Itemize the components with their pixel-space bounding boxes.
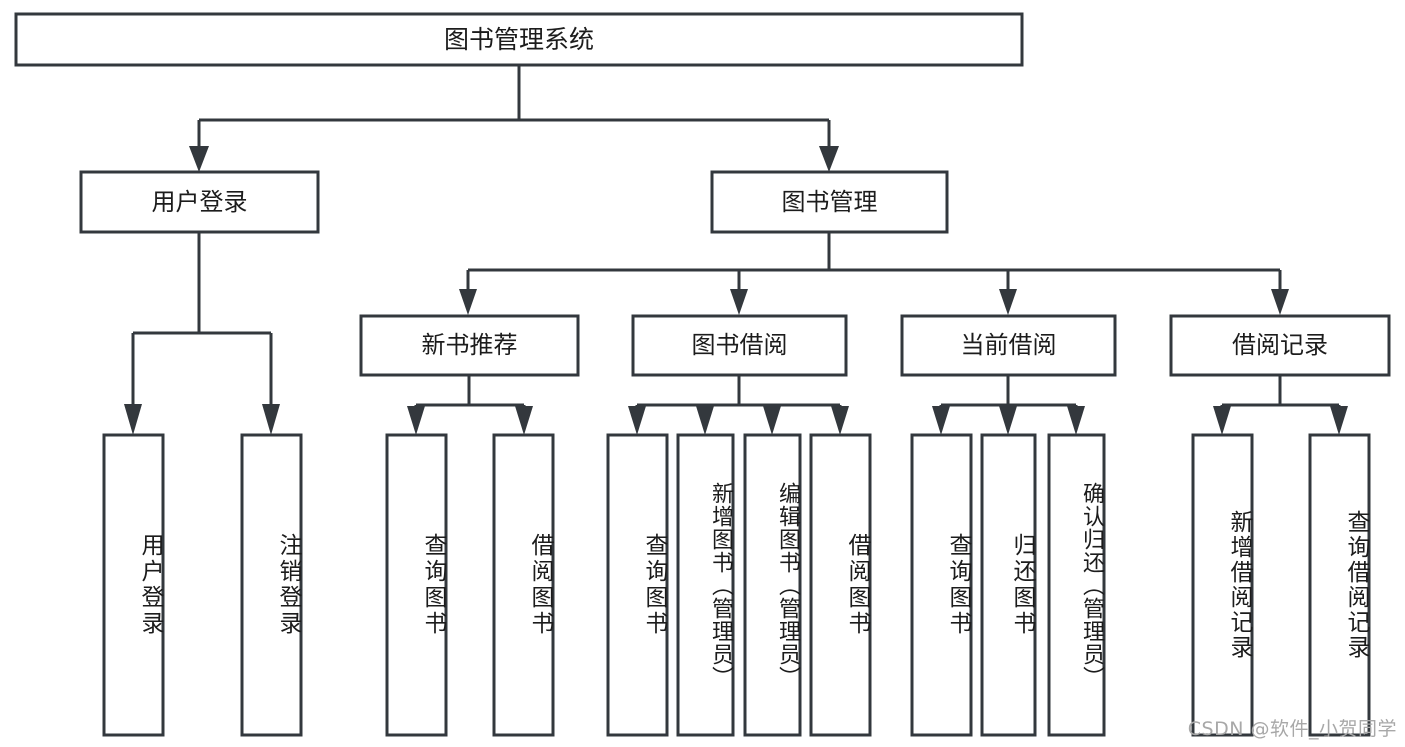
node-box-leaf-add-book[interactable] — [676, 433, 735, 737]
node-box-current-borrow[interactable] — [900, 314, 1117, 377]
node-box-user-login[interactable] — [79, 170, 320, 234]
arrow-to-book-borrow — [730, 289, 748, 315]
arrow-root-to-user-login — [189, 146, 209, 172]
node-box-new-book-rec[interactable] — [359, 314, 580, 377]
connector-group-book-borrow — [628, 375, 849, 435]
node-box-leaf-query-book-2[interactable] — [606, 433, 669, 737]
arrow-to-leaf-borrow-book-2 — [831, 406, 849, 435]
node-box-leaf-confirm-return[interactable] — [1047, 433, 1106, 737]
connector-group-root — [189, 65, 839, 172]
arrow-to-leaf-logout — [262, 404, 280, 435]
node-box-leaf-query-record[interactable] — [1308, 433, 1371, 737]
arrow-to-leaf-return-book — [999, 406, 1017, 435]
node-box-leaf-borrow-book-2[interactable] — [809, 433, 872, 737]
connector-group-new-book-rec — [407, 375, 533, 435]
arrow-to-leaf-user-login — [124, 404, 142, 435]
connector-group-current-borrow — [932, 375, 1085, 435]
node-box-leaf-return-book[interactable] — [980, 433, 1037, 737]
connector-group-borrow-record — [1213, 375, 1348, 435]
arrow-to-leaf-confirm-return — [1067, 406, 1085, 435]
node-box-book-manage[interactable] — [710, 170, 949, 234]
arrow-root-to-book-manage — [819, 146, 839, 172]
arrow-to-leaf-query-book-1 — [407, 406, 425, 435]
node-box-borrow-record[interactable] — [1169, 314, 1391, 377]
arrow-to-leaf-query-book-3 — [932, 406, 950, 435]
arrow-to-leaf-add-book — [696, 406, 714, 435]
arrow-to-leaf-edit-book — [763, 406, 781, 435]
arrow-to-leaf-borrow-book-1 — [515, 406, 533, 435]
arrow-to-new-book-rec — [459, 289, 477, 315]
node-box-leaf-user-login[interactable] — [102, 433, 165, 737]
connector-group-user-login — [124, 232, 280, 435]
connector-group-book-manage — [459, 232, 1289, 315]
node-box-leaf-logout[interactable] — [240, 433, 303, 737]
arrow-to-leaf-query-record — [1330, 406, 1348, 435]
node-box-leaf-query-book-3[interactable] — [910, 433, 973, 737]
arrow-to-current-borrow — [999, 289, 1017, 315]
node-box-root[interactable] — [14, 12, 1024, 67]
node-box-leaf-edit-book[interactable] — [743, 433, 802, 737]
arrow-to-leaf-query-book-2 — [628, 406, 646, 435]
node-box-leaf-borrow-book-1[interactable] — [492, 433, 555, 737]
node-box-leaf-query-book-1[interactable] — [385, 433, 448, 737]
node-box-book-borrow[interactable] — [631, 314, 848, 377]
arrow-to-borrow-record — [1271, 289, 1289, 315]
node-box-leaf-add-record[interactable] — [1191, 433, 1254, 737]
arrow-to-leaf-add-record — [1213, 406, 1231, 435]
csdn-watermark: CSDN @软件_小贺同学 — [1187, 718, 1397, 740]
